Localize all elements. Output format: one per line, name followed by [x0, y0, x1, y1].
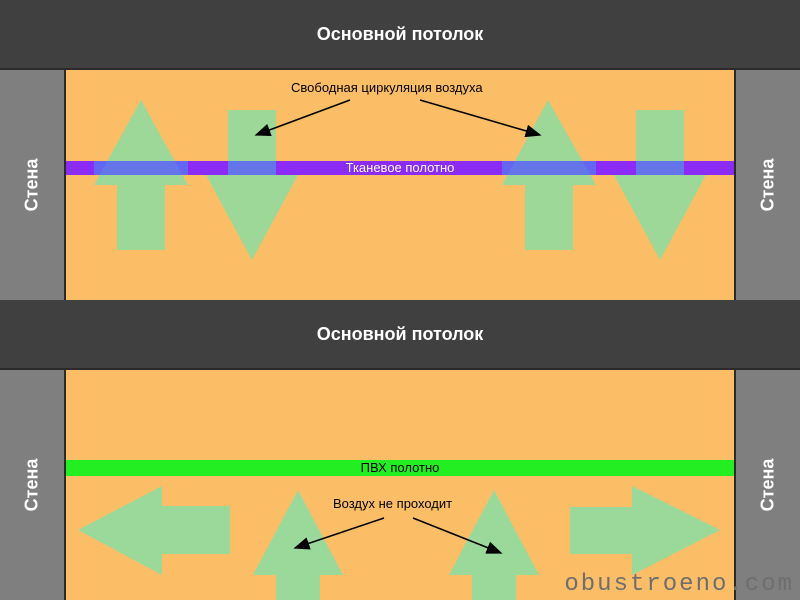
pvc-label: ПВХ полотно [360, 460, 440, 475]
wall-right: Стена [734, 370, 800, 600]
annotation-text: Свободная циркуляция воздуха [291, 80, 483, 95]
bottom-panel: Основной потолок Стена Стена ПВХ полотно… [0, 300, 800, 600]
ceiling-label: Основной потолок [316, 323, 484, 344]
wall-left: Стена [0, 370, 66, 600]
fabric-label: Тканевое полотно [345, 160, 455, 175]
wall-left: Стена [0, 70, 66, 300]
wall-right: Стена [734, 70, 800, 300]
wall-label: Стена [757, 458, 778, 512]
ceiling-label: Основной потолок [316, 23, 484, 44]
wall-label: Стена [21, 158, 42, 212]
main-ceiling: Основной потолок [0, 300, 800, 370]
wall-label: Стена [757, 158, 778, 212]
annotation-text: Воздух не проходит [333, 496, 453, 511]
watermark: obustroeno.com [564, 571, 794, 598]
top-panel: Основной потолок Стена Стена Тканевое по… [0, 0, 800, 300]
room-space [66, 370, 734, 600]
room-space [66, 70, 734, 300]
wall-label: Стена [21, 458, 42, 512]
main-ceiling: Основной потолок [0, 0, 800, 70]
